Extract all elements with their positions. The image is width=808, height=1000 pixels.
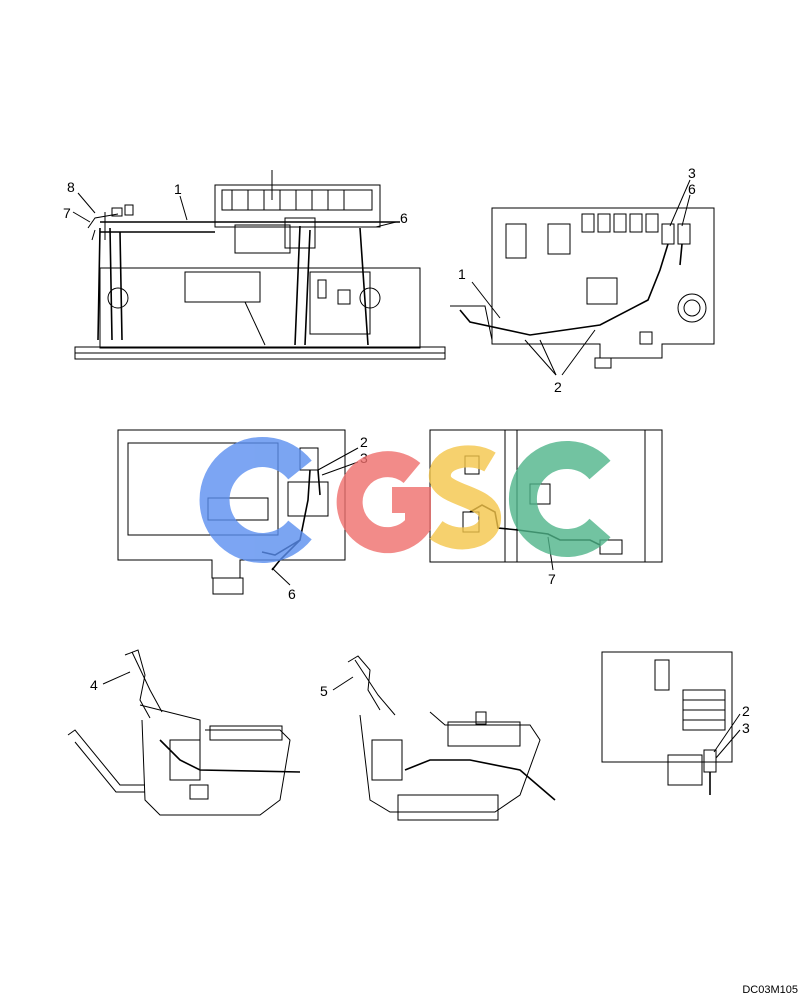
- view-bottom-right: 2 3: [601, 651, 750, 795]
- callout-bottom-right: 2 3: [713, 703, 750, 759]
- view-bottom-middle: 5: [320, 655, 556, 821]
- callout-top-right: 3 6 1 2: [458, 165, 696, 395]
- panel-outline: [491, 207, 715, 359]
- joystick-grip: [347, 655, 381, 711]
- callout-bottom-left: 4: [90, 671, 131, 693]
- callout-label: 1: [174, 181, 182, 197]
- watermark-letter-g-red: [336, 451, 431, 554]
- callout-label: 1: [458, 266, 466, 282]
- drawing-code: DC03M105: [742, 984, 798, 996]
- watermark-letter-c-blue: [199, 437, 312, 563]
- callout-top-left: 1 6 7 8: [63, 179, 408, 228]
- callout-label: 6: [400, 210, 408, 226]
- watermark-logo: [199, 437, 611, 563]
- callout-label: 8: [67, 179, 75, 195]
- callout-bottom-middle: 5: [320, 676, 354, 699]
- view-top-left: 1 6 7 8: [63, 170, 446, 360]
- console-body: [99, 267, 421, 349]
- view-bottom-left: 4: [67, 649, 301, 816]
- callout-label: 5: [320, 683, 328, 699]
- joystick-grip: [124, 649, 151, 719]
- callout-label: 3: [688, 165, 696, 181]
- callout-label: 2: [360, 434, 368, 450]
- view-top-right: 3 6 1 2: [450, 165, 715, 395]
- callout-label: 7: [63, 205, 71, 221]
- watermark-letter-c-green: [508, 441, 611, 557]
- watermark-letter-s-yellow: [429, 445, 501, 550]
- callout-label: 6: [688, 181, 696, 197]
- callout-label: 4: [90, 677, 98, 693]
- callout-label: 6: [288, 586, 296, 602]
- callout-label: 2: [742, 703, 750, 719]
- callout-label: 3: [742, 720, 750, 736]
- panel-outline: [601, 651, 733, 763]
- callout-label: 2: [554, 379, 562, 395]
- controller-unit: [214, 184, 381, 228]
- callout-label: 7: [548, 571, 556, 587]
